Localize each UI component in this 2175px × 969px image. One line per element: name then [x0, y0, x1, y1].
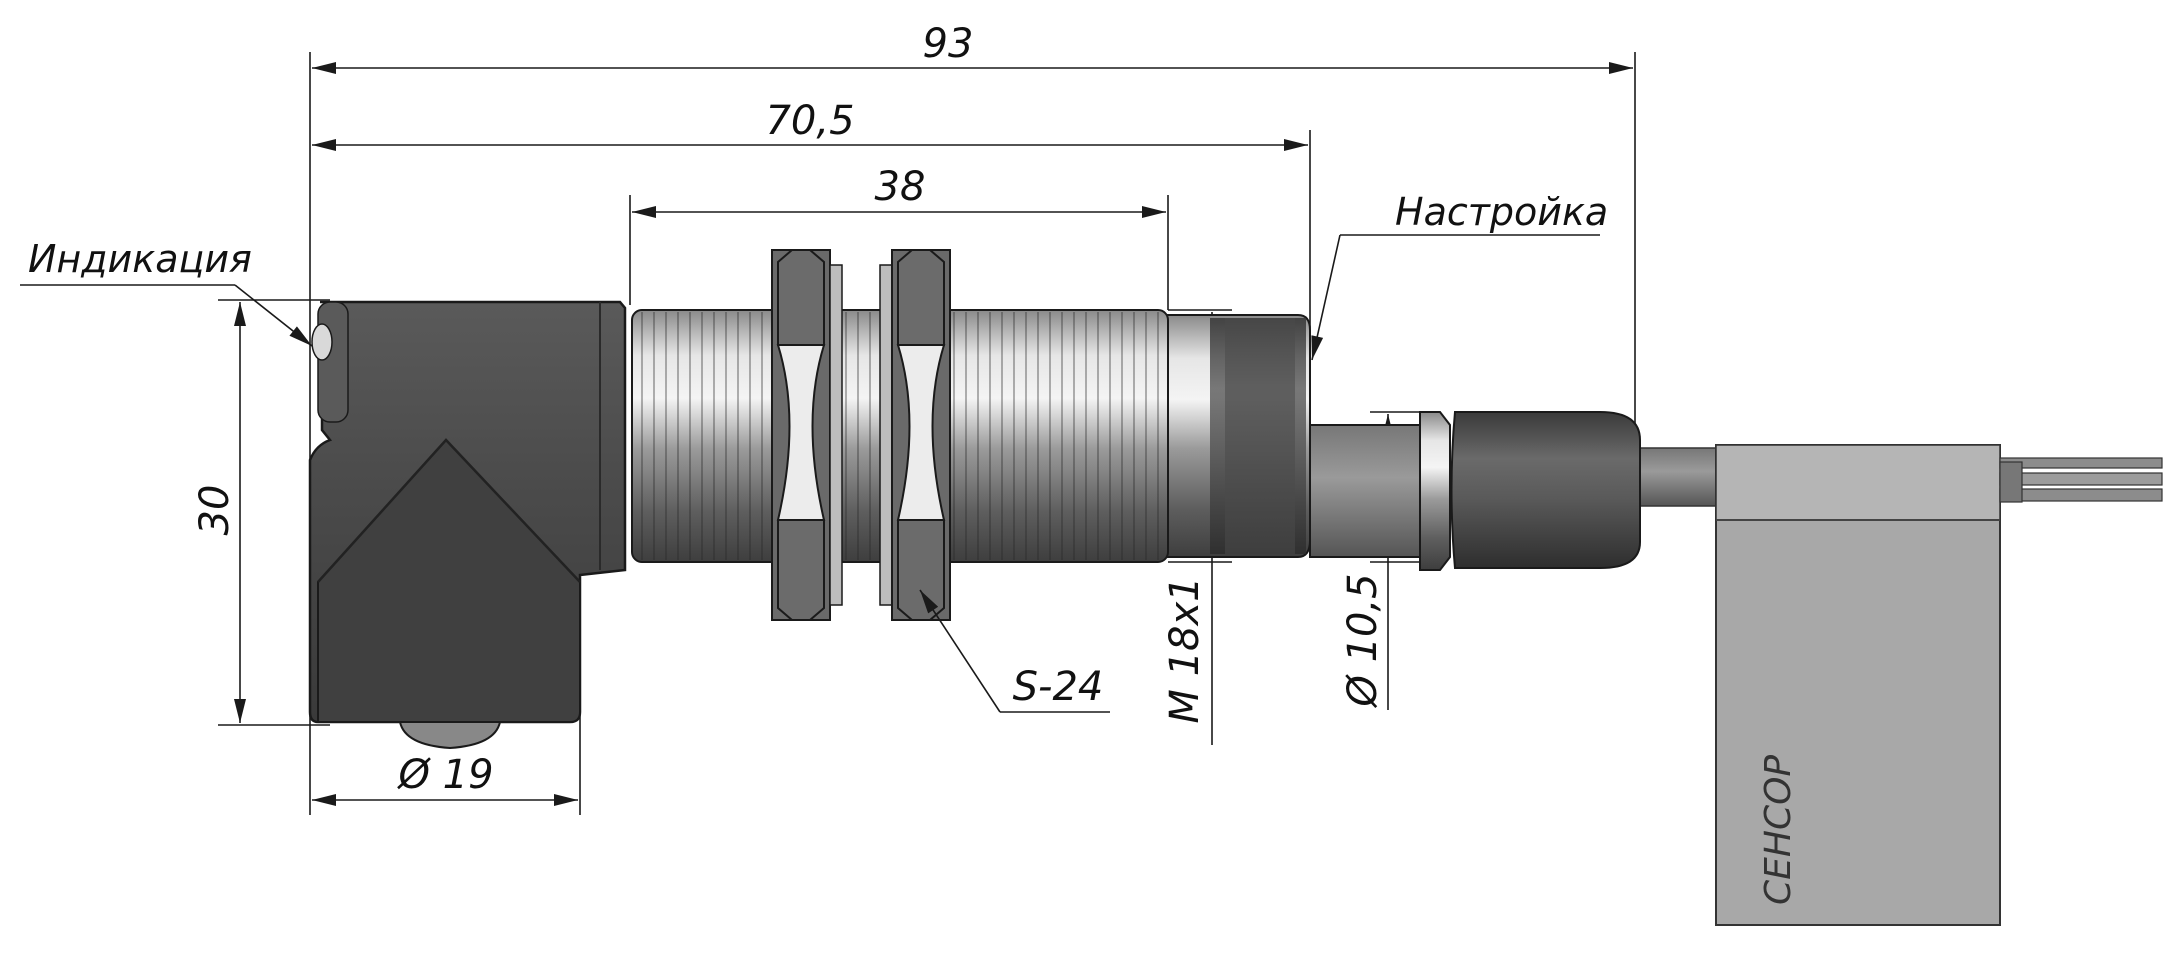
callout-labels: Индикация Настройка [28, 190, 1608, 281]
wire-2 [1999, 472, 2163, 486]
nut-right [879, 249, 951, 621]
wire-1 [1999, 457, 2163, 469]
dim-label-m18: M 18x1 [1162, 576, 1208, 723]
dim-label-d19: Ø 19 [396, 752, 493, 798]
dimension-labels: 93 70,5 38 30 Ø 19 M 18x1 Ø 10,5 S-24 [192, 21, 1386, 798]
led-indicator [311, 323, 333, 361]
wire-3 [1999, 488, 2163, 502]
dim-label-93: 93 [923, 21, 974, 67]
cable-tag-assembly: СЕНСОР [1629, 444, 2163, 926]
dim-label-38: 38 [875, 164, 926, 210]
label-tag [1715, 444, 2001, 926]
thread-lines [641, 312, 1159, 560]
angled-housing [308, 300, 627, 750]
dim-label-70-5: 70,5 [765, 98, 854, 144]
dim-label-s24: S-24 [1013, 664, 1104, 710]
leaders [20, 234, 1600, 713]
cable-gland [1309, 411, 1641, 571]
brand-label: СЕНСОР [1758, 755, 1799, 905]
sensor-body: СЕНСОР [308, 249, 2163, 926]
adjustment-cylinder [1164, 314, 1311, 558]
dim-label-d10-5: Ø 10,5 [1340, 573, 1386, 708]
adjustment-label: Настройка [1395, 190, 1608, 234]
nut-left [771, 249, 843, 621]
dim-label-30: 30 [192, 485, 238, 536]
indication-label: Индикация [28, 237, 252, 281]
